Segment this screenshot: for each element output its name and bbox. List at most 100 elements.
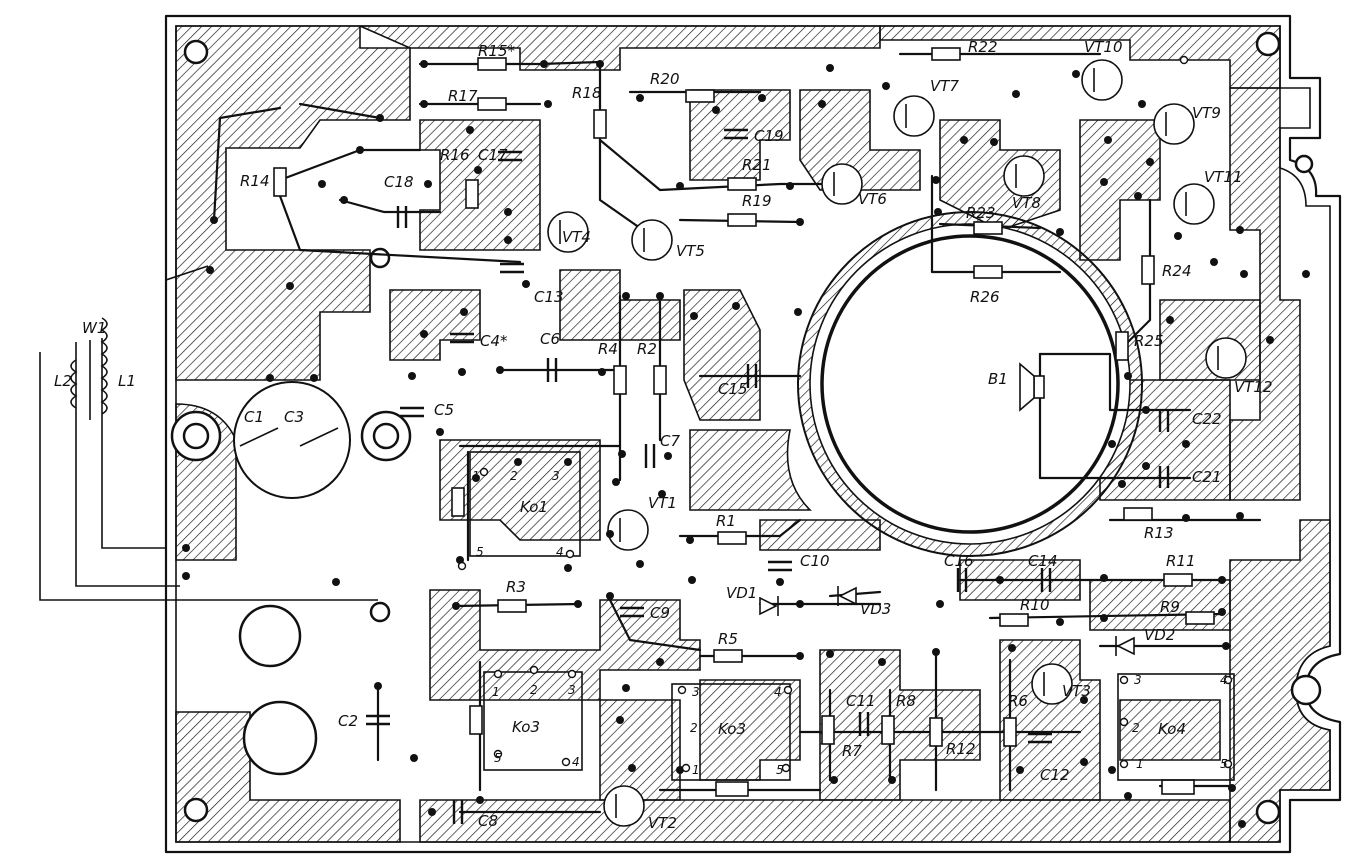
label-ko4_5: 5: [1220, 757, 1228, 771]
label-ko3l_1: 1: [492, 685, 500, 699]
label-vt11: VT11: [1204, 168, 1243, 186]
label-w1: W1: [82, 319, 106, 337]
label-ko3r_1: 1: [692, 763, 700, 777]
label-r13: R13: [1144, 524, 1174, 542]
label-c16: C16: [944, 552, 974, 570]
label-r1: R1: [716, 512, 736, 530]
label-l1: L1: [118, 372, 136, 390]
label-r26: R26: [970, 288, 1000, 306]
label-ko3r: Ko3: [718, 720, 746, 738]
label-vt8: VT8: [1012, 194, 1041, 212]
transistors: [547, 59, 1247, 827]
label-vt1: VT1: [648, 494, 677, 512]
label-ko4_3: 3: [1134, 673, 1142, 687]
label-ko3l_2: 2: [530, 683, 538, 697]
label-r16: R16: [440, 146, 470, 164]
label-c22: C22: [1192, 410, 1222, 428]
label-c10: C10: [800, 552, 830, 570]
label-r8: R8: [896, 692, 916, 710]
label-r25: R25: [1134, 332, 1164, 350]
solder-pads: [182, 60, 1310, 828]
label-r2: R2: [637, 340, 657, 358]
pin-markers: [457, 55, 1233, 773]
label-c3: C3: [284, 408, 304, 426]
label-r4: R4: [598, 340, 618, 358]
label-k01_5: 5: [476, 545, 484, 559]
label-k01_1: 1: [472, 469, 480, 483]
speaker-ring: [797, 211, 1143, 557]
label-ko3l_4: 4: [572, 755, 580, 769]
board-outline: [164, 14, 1342, 854]
label-r5: R5: [718, 630, 738, 648]
label-r17: R17: [448, 87, 478, 105]
label-r20: R20: [650, 70, 680, 88]
label-c12: C12: [1040, 766, 1070, 784]
label-k01_2: 2: [510, 469, 518, 483]
label-c2: C2: [338, 712, 358, 730]
label-vt10: VT10: [1084, 38, 1123, 56]
label-vt3: VT3: [1062, 682, 1091, 700]
label-c15: C15: [718, 380, 748, 398]
tuning-capacitor: [233, 381, 351, 499]
label-c8: C8: [478, 812, 498, 830]
label-vt4: VT4: [562, 228, 591, 246]
label-c11: C11: [846, 692, 876, 710]
label-c14: C14: [1028, 552, 1058, 570]
label-c4: C4*: [480, 332, 508, 350]
label-r3: R3: [506, 578, 526, 596]
label-r19: R19: [742, 192, 772, 210]
label-ko3l_5: 5: [494, 751, 502, 765]
label-ko4_1: 1: [1136, 757, 1144, 771]
label-k01_3: 3: [552, 469, 560, 483]
label-r14: R14: [240, 172, 270, 190]
label-c1: C1: [244, 408, 264, 426]
label-ko4_2: 2: [1132, 721, 1140, 735]
label-ko1: Ko1: [520, 498, 548, 516]
mounting-holes: [170, 31, 1322, 825]
label-c18: C18: [384, 173, 414, 191]
label-r7: R7: [842, 742, 862, 760]
label-r21: R21: [742, 156, 772, 174]
label-vd2: VD2: [1144, 626, 1175, 644]
label-ko3r_2: 2: [690, 721, 698, 735]
label-r11: R11: [1166, 552, 1196, 570]
label-c17: C17: [478, 146, 508, 164]
label-vd3: VD3: [860, 600, 891, 618]
diodes: [759, 586, 1135, 656]
label-ko4_4: 4: [1220, 673, 1228, 687]
label-ko3l_3: 3: [568, 683, 576, 697]
label-ko3l: Ko3: [512, 718, 540, 736]
label-vt6: VT6: [858, 190, 887, 208]
label-c21: C21: [1192, 468, 1222, 486]
label-r12: R12: [946, 740, 976, 758]
label-r10: R10: [1020, 596, 1050, 614]
label-b1: B1: [988, 370, 1008, 388]
label-r24: R24: [1162, 262, 1192, 280]
label-ko3r_5: 5: [776, 763, 784, 777]
label-r22: R22: [968, 38, 998, 56]
label-r6: R6: [1008, 692, 1028, 710]
label-ko3r_3: 3: [692, 685, 700, 699]
label-k01_4: 4: [556, 545, 564, 559]
label-r18: R18: [572, 84, 602, 102]
antenna-coils: [70, 317, 108, 420]
resistors: [273, 47, 1215, 797]
label-c19: C19: [754, 127, 784, 145]
label-c13: C13: [534, 288, 564, 306]
label-c5: C5: [434, 401, 454, 419]
speaker-symbol: [1019, 362, 1045, 412]
label-l2: L2: [54, 372, 72, 390]
label-vt2: VT2: [648, 814, 677, 832]
label-r9: R9: [1160, 598, 1180, 616]
label-vd1: VD1: [726, 584, 757, 602]
label-ko3r_4: 4: [774, 685, 782, 699]
label-vt5: VT5: [676, 242, 705, 260]
label-ko4: Ko4: [1158, 720, 1186, 738]
label-r23: R23: [966, 204, 996, 222]
label-vt7: VT7: [930, 77, 959, 95]
label-c9: C9: [650, 604, 670, 622]
label-r15: R15*: [478, 42, 516, 60]
label-vt12: VT12: [1234, 378, 1273, 396]
